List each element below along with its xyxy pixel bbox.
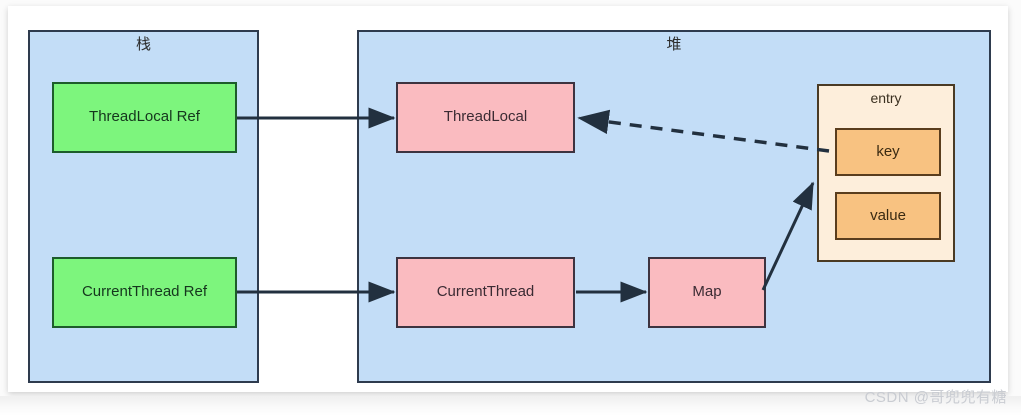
node-map[interactable]: Map (648, 257, 766, 328)
node-entry-label: entry (870, 90, 902, 106)
node-key-label: key (876, 142, 900, 160)
node-currentthread-ref-label: CurrentThread Ref (81, 283, 208, 301)
node-currentthread-ref[interactable]: CurrentThread Ref (52, 257, 237, 328)
heap-container-label: 堆 (666, 36, 682, 53)
node-currentthread-label: CurrentThread (436, 283, 535, 301)
node-entry[interactable]: entry key value (817, 84, 955, 262)
node-threadlocal-ref-label: ThreadLocal Ref (89, 108, 200, 126)
node-threadlocal[interactable]: ThreadLocal (396, 82, 575, 153)
stack-container-label: 栈 (135, 36, 151, 53)
node-value[interactable]: value (835, 192, 941, 240)
node-threadlocal-label: ThreadLocal (443, 108, 528, 126)
node-value-label: value (870, 206, 906, 224)
watermark: CSDN @哥兜兜有糖 (864, 389, 1007, 406)
node-threadlocal-ref[interactable]: ThreadLocal Ref (52, 82, 237, 153)
node-key[interactable]: key (835, 128, 941, 176)
node-map-label: Map (692, 283, 722, 301)
page-bottom-shade (0, 396, 1021, 416)
node-currentthread[interactable]: CurrentThread (396, 257, 575, 328)
